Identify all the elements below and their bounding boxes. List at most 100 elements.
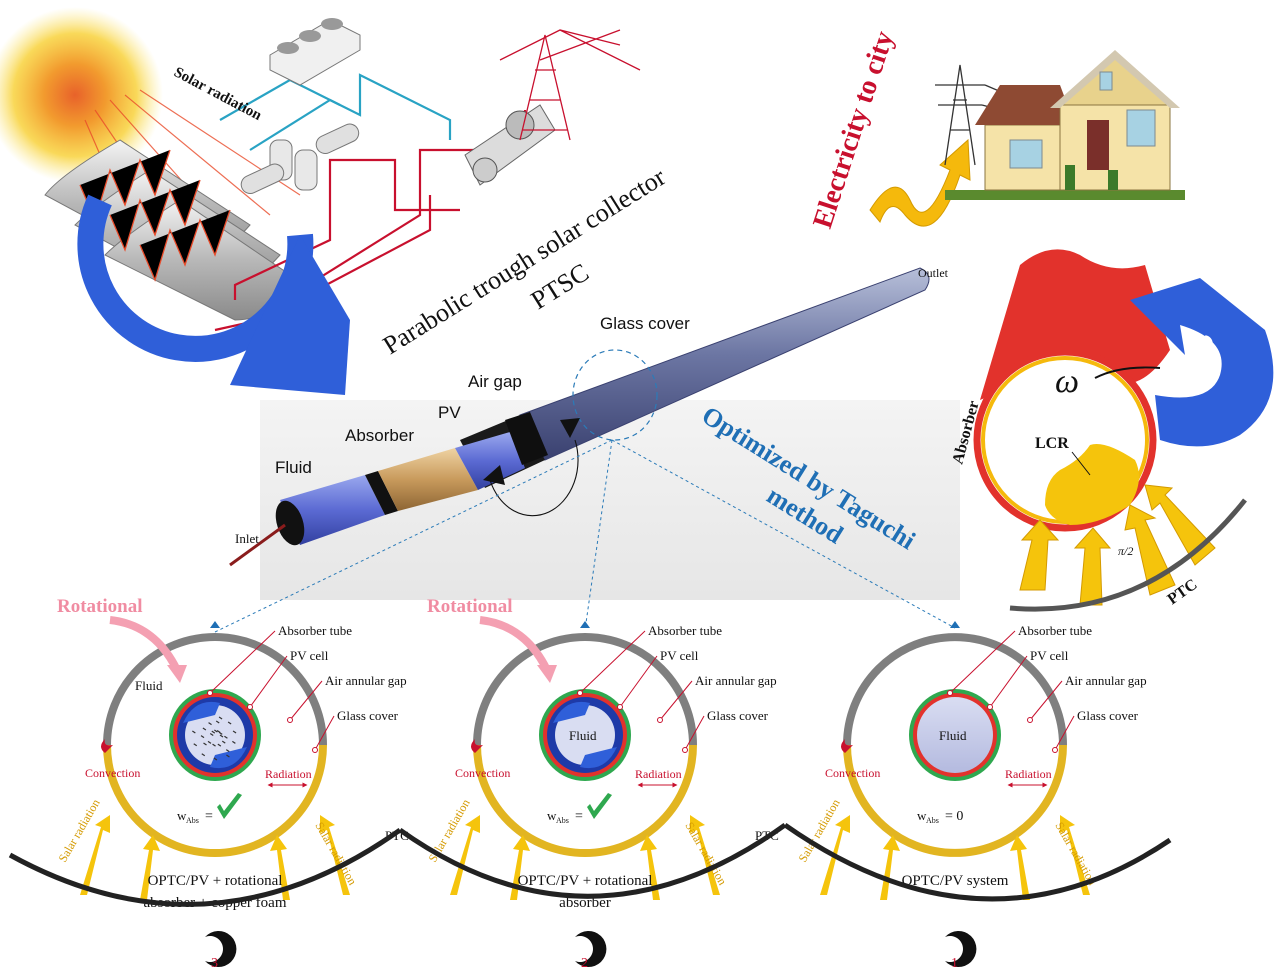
omega-leader [1094, 366, 1161, 379]
ptc-arc [1009, 498, 1247, 612]
rotational-label: Rotational [427, 596, 513, 617]
solar-ray-arrow-icon [690, 815, 720, 895]
inlet-arrow [229, 523, 286, 567]
copper-foam-fiber [232, 730, 237, 734]
bottom-ptc-troughs [8, 822, 1172, 907]
fluid-core [917, 697, 993, 773]
top-marker-icon [950, 621, 960, 628]
copper-foam-fiber [214, 729, 218, 733]
absorber-black-band [365, 471, 398, 515]
rotation-arrowhead-icon [560, 418, 580, 438]
leader-dot [947, 690, 953, 696]
leader-dot [1027, 717, 1033, 723]
leader-line [209, 630, 276, 694]
glass-tube [519, 267, 930, 461]
copper-foam-fiber [218, 716, 223, 720]
rotational-arrow-icon [109, 616, 181, 672]
glass-cover-label: Glass cover [1077, 708, 1139, 723]
leader-dot [657, 717, 663, 723]
w-abs-value: = [205, 809, 213, 824]
leader-dot [987, 704, 993, 710]
checkmark-icon [587, 793, 612, 819]
house-icon [975, 50, 1180, 191]
pv-cell-label: PV cell [1030, 648, 1069, 663]
omega-large-label: ω [1185, 319, 1215, 365]
transmission-tower-icon [499, 29, 641, 141]
solar-rays-icon [1019, 484, 1216, 606]
solar-ray-arrow-icon [880, 835, 900, 900]
yellow-arrow-icon [869, 138, 971, 227]
leader-line [1054, 715, 1075, 751]
sun-icon [0, 7, 163, 183]
glass-cover-ring [103, 633, 327, 746]
leader-line [1029, 680, 1063, 721]
convection-icon [841, 739, 853, 753]
copper-foam-fiber [193, 743, 198, 747]
grass-strip [945, 190, 1185, 200]
copper-foam-fiber [209, 732, 214, 736]
glass-cover-label: Glass cover [337, 708, 399, 723]
rotation-arrow-icon [580, 747, 617, 769]
radiation-label: Radiation [1005, 767, 1052, 781]
w-abs-value: = [575, 809, 583, 824]
pv-cell-label: PV cell [660, 648, 699, 663]
rotational-arrowhead-icon [167, 665, 187, 683]
inner-fluid-tube [455, 432, 525, 490]
rotational-label: Rotational [57, 596, 143, 617]
pi-over-2-label: π/2 [1118, 544, 1133, 558]
number-badge-icon [945, 930, 977, 968]
radiation-label: Radiation [635, 767, 682, 781]
leader-dot [1052, 747, 1058, 753]
glass-cover-ring [473, 633, 697, 746]
rotation-arrow-icon [553, 701, 590, 723]
w-abs-subscript: Abs [556, 816, 569, 825]
solar-ray-arrow-icon [320, 815, 350, 895]
leader-dot [577, 690, 583, 696]
leader-dot [617, 704, 623, 710]
storage-tanks-icon [240, 123, 360, 194]
air-annular-gap-label: Air annular gap [1065, 673, 1147, 688]
solar-ray-arrow-icon [270, 835, 290, 900]
convection-icon [101, 739, 113, 753]
lcr-shape [1045, 444, 1139, 525]
leader-line [659, 680, 693, 721]
leader-line [579, 630, 646, 694]
panel-caption-line2: absorber [559, 895, 611, 911]
number-badge-icon [575, 930, 607, 968]
checkmark-icon [217, 793, 242, 819]
solar-ray-arrow-icon [510, 835, 530, 900]
rotational-arrowhead-icon [537, 665, 557, 683]
w-abs-value: = 0 [945, 809, 963, 824]
leader-dot [247, 704, 253, 710]
solar-ray-arrow-icon [80, 815, 110, 895]
receiver-tube-render: Fluid Absorber PV Air gap Glass cover In… [214, 266, 960, 633]
rotation-arrow-icon [183, 701, 220, 723]
leader-dot [287, 717, 293, 723]
salar-radiation-right-label: Salar radiation [1052, 820, 1099, 888]
top-marker-icon [580, 621, 590, 628]
tube-outlet-label: Outlet [918, 266, 949, 280]
copper-foam-fiber [217, 743, 222, 747]
solar-ray-arrow-icon [450, 815, 480, 895]
lcr-label: LCR [1035, 435, 1069, 452]
solar-plant-illustration: Solar radiation [0, 7, 641, 395]
glass-cover-lower-ring [843, 744, 1067, 857]
tube-glass-cover-label: Glass cover [600, 314, 690, 333]
copper-foam-fiber [211, 730, 216, 734]
fluid-inner [555, 705, 615, 765]
radiation-label: Radiation [265, 767, 312, 781]
leader-line [289, 680, 323, 721]
tube-air-gap-label: Air gap [468, 372, 522, 391]
glass-cover-lower-ring [473, 744, 697, 857]
rotation-arrow-icon [489, 439, 579, 517]
detail-circle [572, 349, 658, 441]
fluid-label: Fluid [939, 728, 967, 743]
glass-cover-lower-ring [103, 744, 327, 857]
rotation-detail: ω LCR ω Absorber PTC π/2 [949, 249, 1274, 612]
panel-caption-line1: OPTC/PV + rotational [518, 873, 653, 889]
leader-line [619, 655, 658, 708]
blue-omega-arrow-icon [1130, 278, 1274, 447]
w-abs-subscript: Abs [926, 816, 939, 825]
